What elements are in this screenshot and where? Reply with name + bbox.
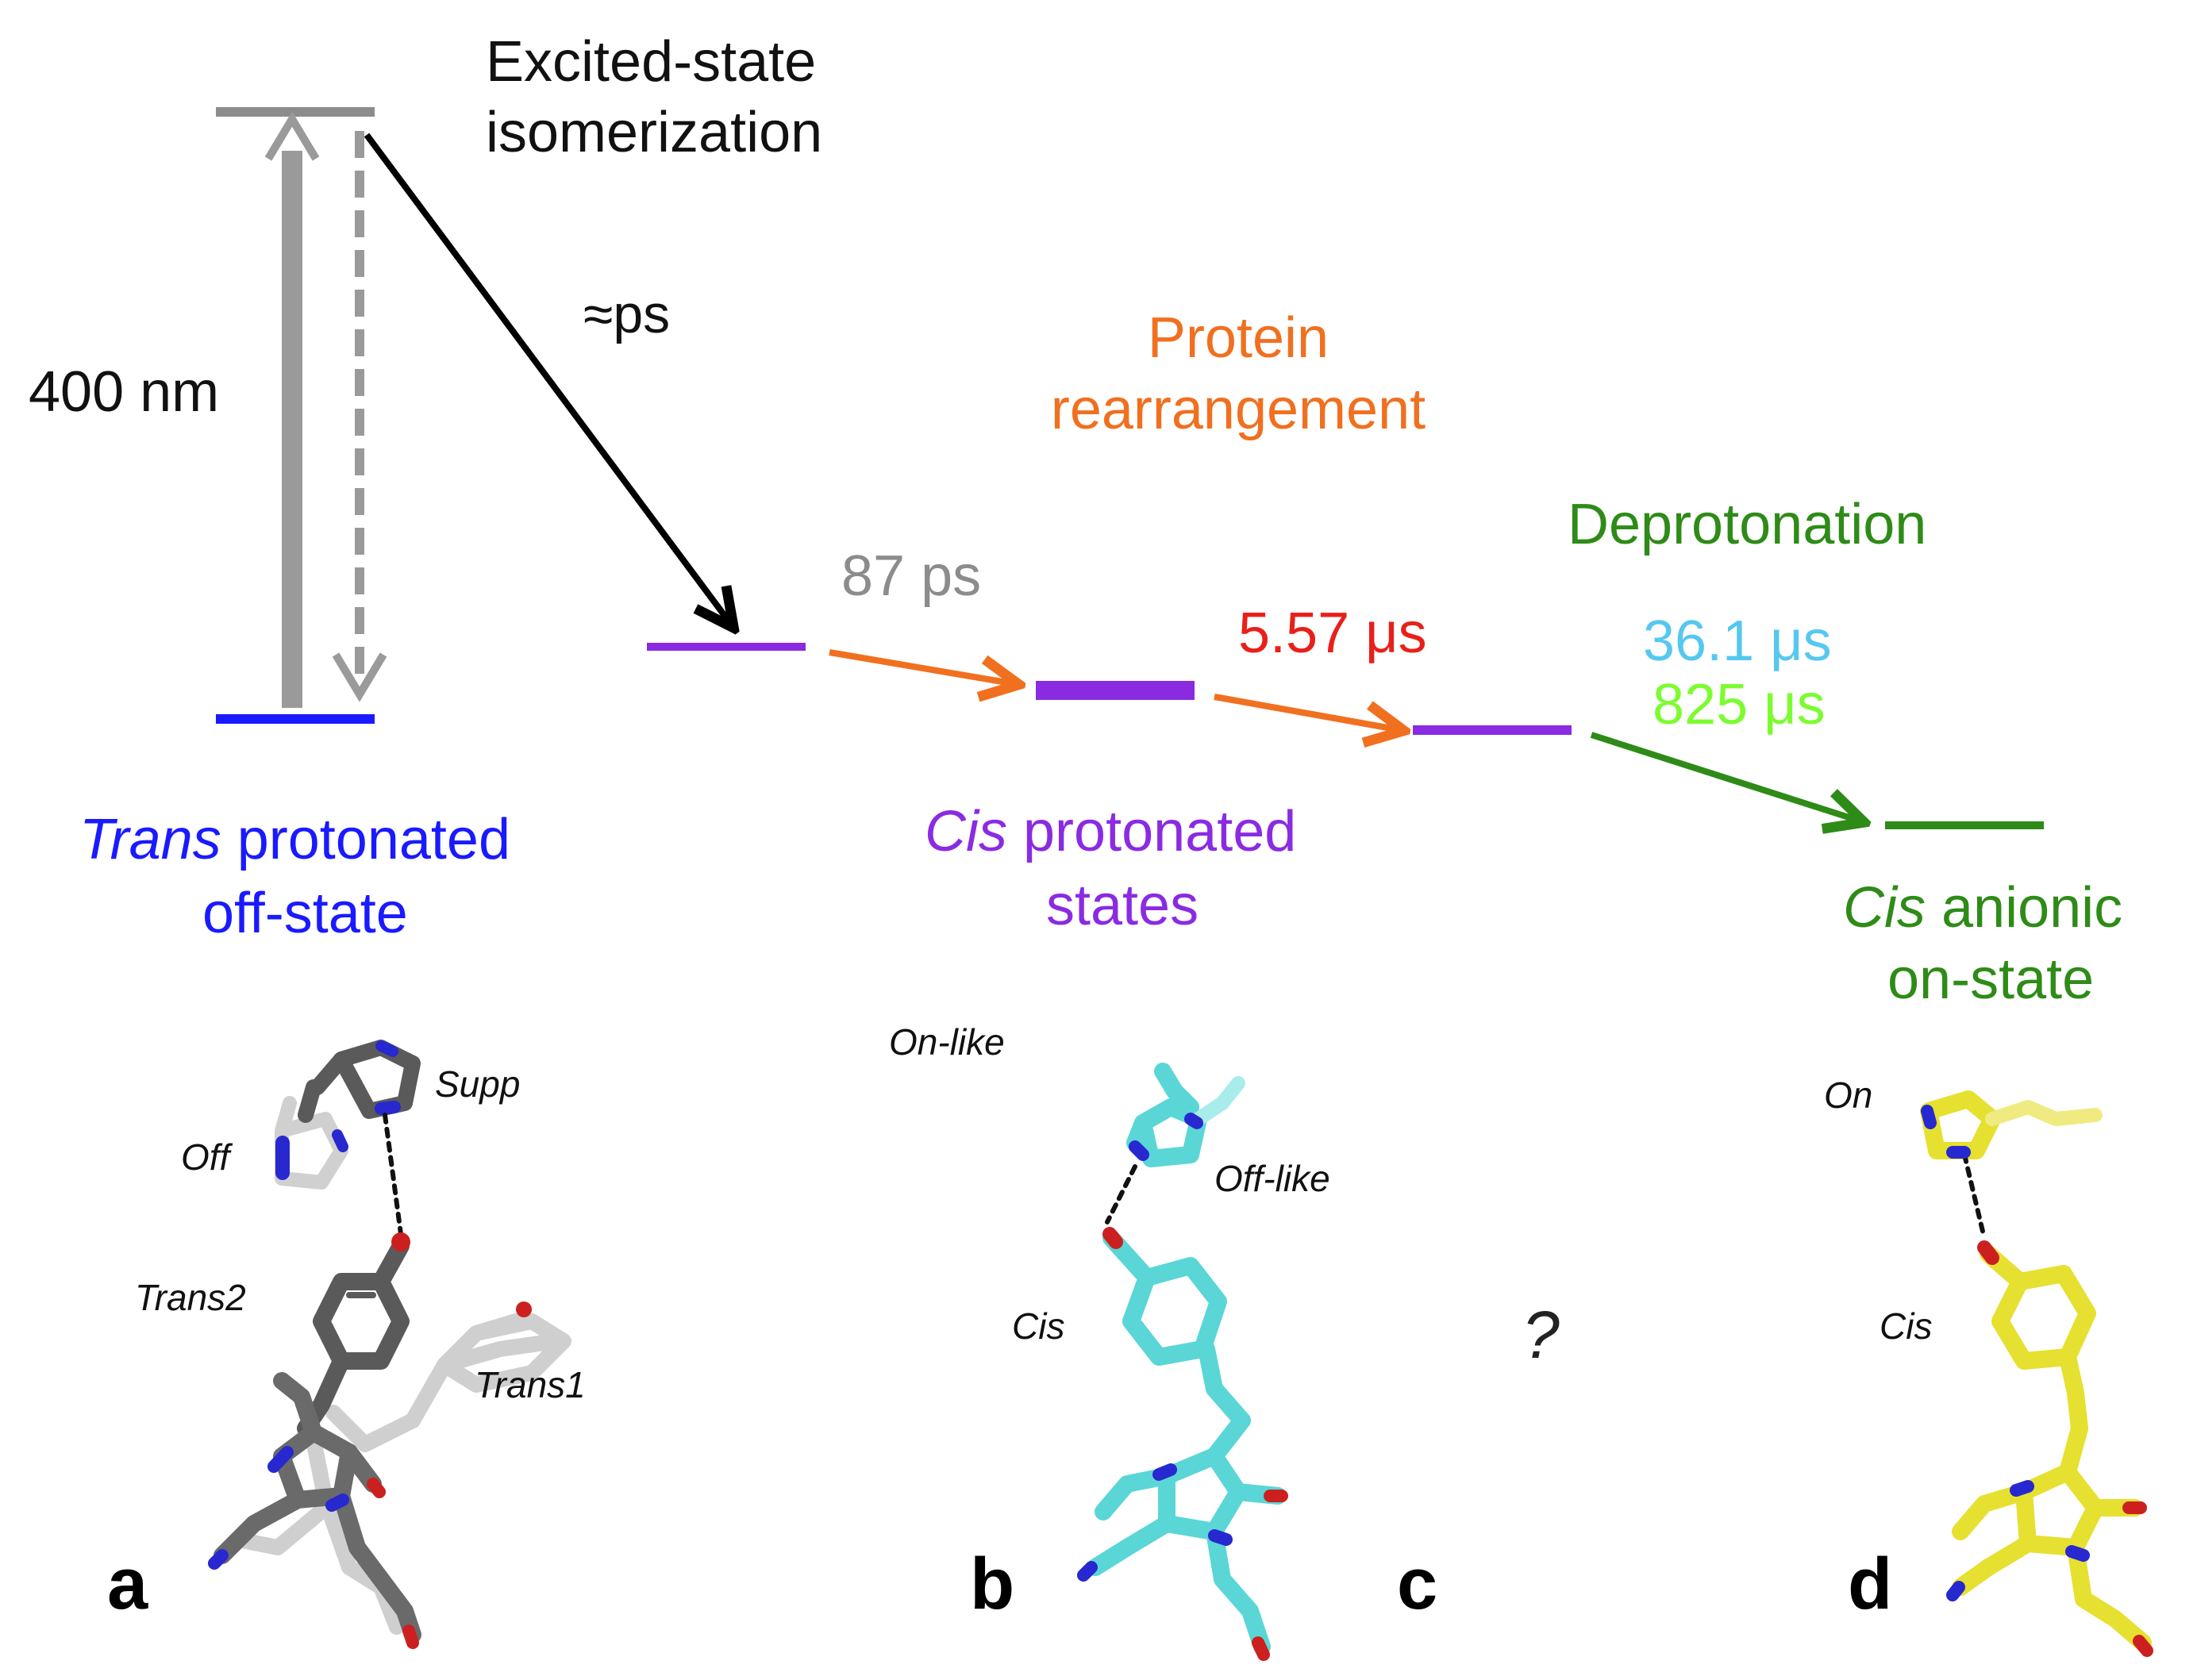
rearrangement-arrow-1	[829, 649, 1016, 684]
trans-state-rest: protonated	[221, 808, 510, 871]
relaxation-arrow	[332, 131, 387, 702]
protein-rearrangement-label-line2: rearrangement	[1050, 378, 1426, 441]
excited-state-label-line1: Excited-state	[486, 30, 817, 94]
panel-label-a: a	[107, 1544, 148, 1624]
trans-state-italic: Trans	[79, 808, 221, 871]
time-5-57us-label: 5.57 μs	[1238, 602, 1427, 665]
time-825us-label: 825 μs	[1653, 673, 1826, 736]
cis-anionic-rest: anionic	[1926, 876, 2123, 940]
deprotonation-arrow	[1590, 732, 1861, 821]
panel-label-b: b	[970, 1544, 1015, 1624]
cis-protonated-italic: Cis	[925, 800, 1007, 863]
protein-rearrangement-label-line1: Protein	[1147, 306, 1329, 370]
panel-label-c: c	[1397, 1544, 1438, 1624]
isomerization-arrow	[364, 133, 732, 625]
supp-label: Supp	[435, 1063, 521, 1105]
time-36-1us-label: 36.1 μs	[1643, 609, 1832, 673]
molecule-b-heteroatoms	[1077, 1113, 1288, 1661]
cis-anionic-italic: Cis	[1843, 876, 1926, 940]
on-like-label: On-like	[889, 1021, 1005, 1063]
rearrangement-arrow-2	[1214, 694, 1401, 730]
on-label: On	[1824, 1075, 1873, 1116]
isomerization-time-label: ≈ps	[583, 284, 671, 344]
trans-state-label-line1: Trans protonated	[79, 811, 510, 868]
unknown-structure-mark: ?	[1522, 1297, 1560, 1372]
trans1-label: Trans1	[475, 1364, 586, 1405]
cis-anionic-label-line2: on-state	[1887, 948, 2095, 1011]
panel-label-d: d	[1848, 1544, 1893, 1624]
molecule-a-trans-structures	[208, 1040, 571, 1649]
time-87ps-label: 87 ps	[841, 544, 982, 608]
cis-protonated-label-line2: states	[1046, 874, 1199, 937]
deprotonation-label: Deprotonation	[1568, 493, 1927, 556]
molecule-d-heteroatoms	[1921, 1105, 2153, 1657]
excitation-arrow	[264, 111, 320, 708]
cis-protonated-rest: protonated	[1007, 800, 1297, 863]
cis-protonated-label-line1: Cis protonated	[925, 803, 1296, 860]
off-like-label: Off-like	[1214, 1158, 1330, 1199]
cis-anionic-label-line1: Cis anionic	[1843, 879, 2122, 936]
off-label: Off	[181, 1136, 230, 1178]
trans2-label: Trans2	[135, 1277, 246, 1318]
excited-state-label-line2: isomerization	[486, 101, 823, 164]
excitation-wavelength-label: 400 nm	[29, 360, 220, 424]
cis-b-label: Cis	[1012, 1305, 1065, 1347]
molecule-b-cis-cyan	[1087, 1063, 1287, 1655]
cis-d-label: Cis	[1880, 1305, 1933, 1347]
molecule-d-cis-yellow	[1920, 1090, 2152, 1651]
trans-state-label-line2: off-state	[202, 882, 408, 945]
